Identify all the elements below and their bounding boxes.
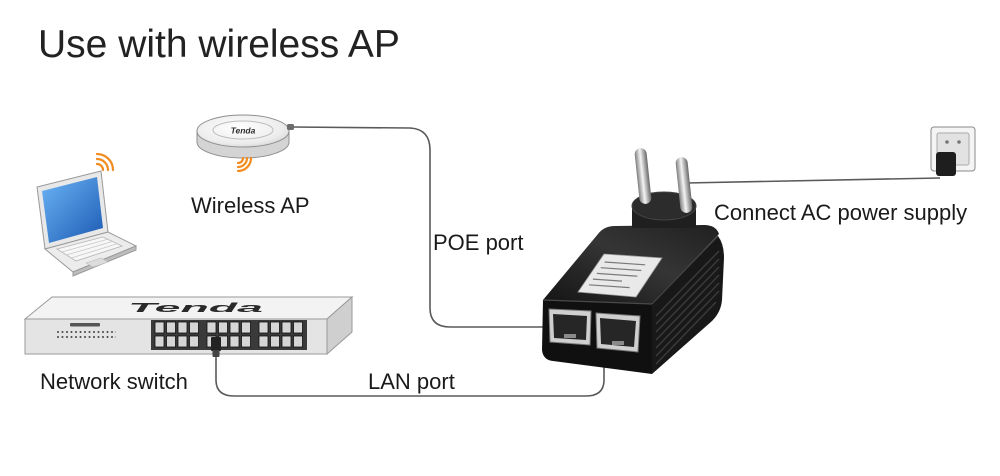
sticker-print-lines — [588, 261, 646, 289]
plug-prong-right — [675, 157, 693, 213]
sticker-line — [592, 278, 623, 282]
laptop-keyboard — [56, 236, 124, 262]
ridge — [655, 282, 720, 349]
sticker-line — [604, 261, 646, 266]
socket-plug — [936, 152, 956, 176]
poe-port-label: POE port — [433, 230, 523, 255]
diagram-title: Use with wireless AP — [38, 23, 400, 66]
network-switch-label: Network switch — [40, 369, 188, 394]
signal-arc — [236, 156, 249, 169]
wireless-ap-device: Tenda — [196, 114, 294, 159]
signal-arc — [95, 162, 105, 172]
injector-lan-port — [595, 312, 641, 353]
wall-socket-icon — [930, 126, 976, 176]
sticker-line — [600, 267, 642, 272]
laptop-keyboard-rows — [61, 238, 118, 259]
injector-poe-port — [548, 308, 592, 346]
keyboard-row — [71, 243, 118, 259]
poe-injector — [542, 148, 724, 374]
injector-front-edge-highlight — [542, 299, 653, 305]
port-opening — [553, 314, 587, 340]
wifi-signal-icon — [95, 152, 115, 172]
signal-arc — [95, 157, 110, 172]
ap-top-face — [196, 114, 290, 148]
port-latch — [564, 334, 576, 338]
laptop-touchpad — [85, 257, 109, 268]
wireless-ap-label: Wireless AP — [191, 193, 310, 218]
switch-right-face — [326, 295, 353, 356]
network-switch-device: Tenda — [23, 295, 354, 357]
port-opening — [600, 318, 636, 347]
cables — [215, 126, 941, 397]
ridge — [655, 266, 720, 333]
injector-side-ridges — [655, 250, 720, 365]
socket-hole — [945, 140, 949, 144]
plug-prong-left — [634, 148, 652, 204]
sticker-line — [596, 272, 638, 277]
signal-arc — [236, 156, 253, 173]
lan-port-label: LAN port — [368, 369, 455, 394]
injector-side-face — [652, 236, 724, 374]
port-latch — [612, 341, 624, 345]
ap-cable-connector — [287, 124, 294, 130]
socket-hole — [957, 140, 961, 144]
ap-inner-ring — [212, 120, 274, 140]
signal-arc — [95, 152, 115, 172]
ap-brand-logo: Tenda — [231, 126, 256, 136]
ac-power-cable — [685, 177, 941, 184]
switch-led-slot — [70, 323, 100, 327]
poe-cable — [291, 126, 552, 328]
injector-side-edge-highlight — [651, 235, 719, 305]
switch-port-block — [151, 320, 307, 350]
ridge — [655, 274, 720, 341]
switch-lan-plug — [211, 337, 221, 351]
switch-lan-plug-boot — [212, 350, 220, 357]
ridge — [655, 258, 720, 325]
ridge — [655, 290, 720, 357]
ridge — [655, 301, 717, 365]
keyboard-row — [66, 241, 113, 256]
keyboard-row — [61, 238, 108, 253]
switch-brand-logo: Tenda — [128, 300, 263, 315]
laptop-icon — [36, 170, 138, 277]
lan-cable — [215, 352, 605, 397]
sticker-line — [588, 284, 630, 289]
laptop-screen-display — [42, 177, 103, 243]
ridge — [655, 250, 720, 317]
switch-led-array — [56, 330, 116, 340]
signal-arc — [236, 156, 245, 165]
wifi-signal-icon — [236, 156, 253, 173]
connect-ac-power-label: Connect AC power supply — [714, 200, 967, 225]
